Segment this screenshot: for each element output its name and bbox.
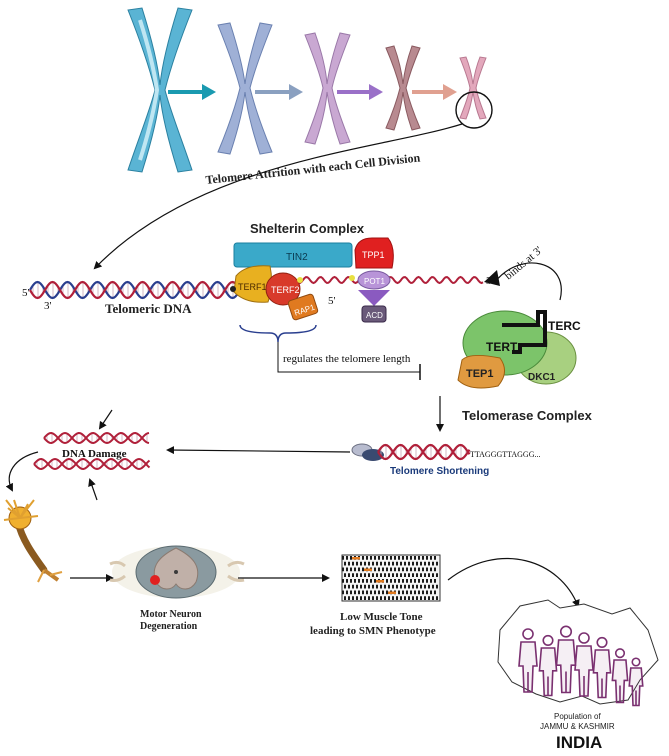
regulates-bg	[281, 351, 405, 365]
chromosome-icon	[217, 22, 273, 155]
motor-neuron-label-2: Degeneration	[140, 621, 198, 632]
inhibition-line	[277, 342, 420, 373]
bracket-icon	[239, 324, 317, 343]
star-marker	[230, 286, 236, 292]
spinal-cord-icon	[109, 545, 245, 599]
arrow-icon	[255, 84, 303, 100]
tpp1-label: TPP1	[362, 250, 385, 260]
acd-label: ACD	[366, 311, 383, 320]
sequence-label: TTAGGGTTAGGG...	[470, 450, 540, 459]
regulates-label: regulates the telomere length	[283, 353, 411, 365]
acd-protein	[361, 305, 387, 323]
terc-rna	[502, 310, 547, 354]
tpp1-protein	[354, 237, 394, 269]
five-prime-shelterin-label: 5'	[328, 295, 336, 307]
arrow-icon	[168, 84, 216, 100]
tin2-protein	[233, 242, 353, 268]
chromosome-icon	[304, 32, 351, 145]
five-prime-label: 5'	[22, 287, 30, 299]
tert-label: TERT	[486, 340, 518, 354]
muscle-fiber-icon	[341, 554, 441, 602]
motor-neuron-label-1: Motor Neuron	[140, 609, 202, 620]
tin2-label: TIN2	[286, 252, 308, 263]
arrow-icon	[447, 557, 580, 608]
shelterin-title: Shelterin Complex	[250, 221, 365, 236]
muscle-label-1: Low Muscle Tone	[340, 611, 423, 623]
neuron-icon	[3, 499, 63, 583]
pot1-protein	[357, 270, 391, 290]
arrow-icon	[412, 84, 457, 100]
dna-helix-icon	[43, 431, 150, 445]
arrow-icon	[5, 451, 39, 492]
people-icon	[518, 625, 644, 707]
dna-helix-icon	[33, 457, 151, 471]
highlight-circle	[455, 91, 493, 129]
terf1-label: TERF1	[238, 282, 267, 292]
chromosome-icon	[459, 56, 487, 120]
tep1-protein	[457, 354, 505, 389]
arrow-icon	[93, 123, 463, 270]
chromosome-icon	[127, 7, 193, 173]
telomeric-dna-label: Telomeric DNA	[105, 301, 192, 316]
tep1-label: TEP1	[466, 368, 494, 380]
dna-damage-label: DNA Damage	[62, 448, 127, 460]
acd-connector	[358, 290, 390, 306]
arrow-icon	[484, 270, 500, 286]
pot1-label: POT1	[364, 277, 385, 286]
population-label-2: JAMMU & KASHMIR	[540, 722, 615, 731]
arrow-icon	[98, 409, 113, 430]
telomerase-complex-label: Telomerase Complex	[462, 408, 593, 423]
dna-helix-icon	[29, 280, 241, 300]
terc-label: TERC	[548, 319, 581, 333]
binds-curve	[494, 262, 562, 301]
india-label: INDIA	[556, 733, 602, 752]
dkc1-label: DKC1	[528, 372, 556, 383]
population-label-1: Population of	[554, 712, 601, 721]
terf2-label: TERF2	[271, 285, 300, 295]
dna-helix-icon	[377, 443, 471, 461]
arrow-icon	[166, 446, 351, 455]
terf2-protein	[265, 272, 301, 306]
arrow-icon	[88, 478, 98, 501]
star-marker	[297, 277, 303, 283]
arrow-icon	[337, 84, 383, 100]
telomere-shortening-label: Telomere Shortening	[390, 466, 489, 477]
star-marker	[349, 275, 355, 281]
three-prime-label: 3'	[44, 300, 52, 312]
muscle-label-2: leading to SMN Phenotype	[310, 625, 436, 637]
chromosome-icon	[385, 45, 421, 131]
rap1-protein	[287, 293, 319, 321]
